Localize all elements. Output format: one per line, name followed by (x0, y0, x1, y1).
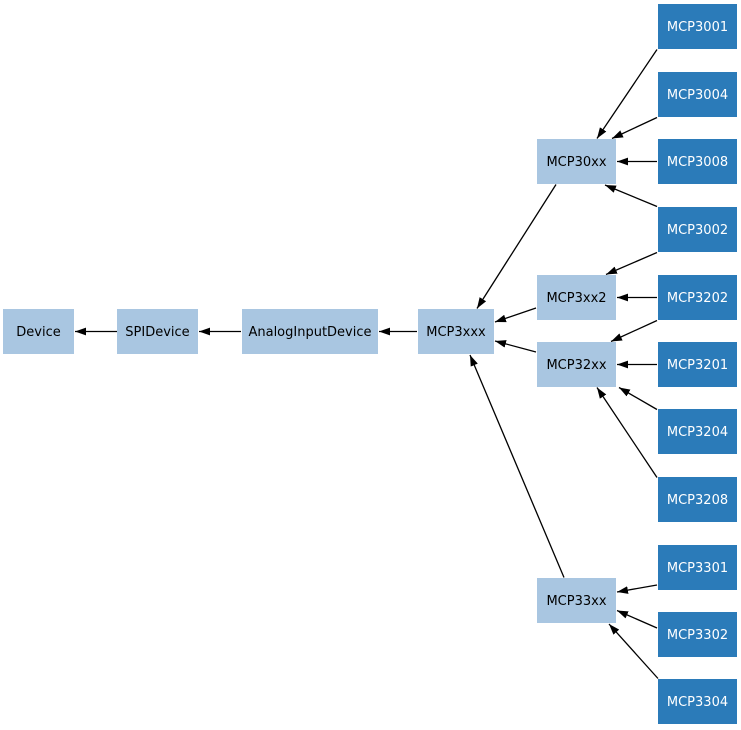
node-box-analoginputdevice (242, 309, 378, 354)
node-box-mcp3202 (658, 275, 737, 320)
node-label-mcp3302: MCP3302 (667, 628, 728, 643)
edge-mcp3002-to-mcp3xx2 (605, 251, 658, 276)
node-box-mcp3xxx (418, 309, 494, 354)
node-box-mcp3301 (658, 545, 737, 590)
node-mcp32xx: MCP32xx (537, 342, 616, 387)
edge-layer (75, 49, 659, 679)
node-box-mcp30xx (537, 139, 616, 184)
node-box-mcp3201 (658, 342, 737, 387)
node-device: Device (3, 309, 74, 354)
node-box-spidevice (117, 309, 198, 354)
node-mcp3204: MCP3204 (658, 409, 737, 454)
node-label-analoginputdevice: AnalogInputDevice (248, 325, 371, 340)
node-box-mcp33xx (537, 578, 616, 623)
node-label-mcp3xxx: MCP3xxx (426, 325, 486, 340)
node-label-mcp30xx: MCP30xx (546, 155, 606, 170)
node-label-mcp3008: MCP3008 (667, 155, 728, 170)
node-mcp3301: MCP3301 (658, 545, 737, 590)
edge-mcp3202-to-mcp32xx (610, 319, 658, 343)
node-label-mcp32xx: MCP32xx (546, 358, 606, 373)
node-mcp3008: MCP3008 (658, 139, 737, 184)
node-box-mcp3001 (658, 4, 737, 49)
node-mcp3xx2: MCP3xx2 (537, 275, 616, 320)
edge-mcp3301-to-mcp33xx (616, 584, 658, 594)
node-mcp3302: MCP3302 (658, 612, 737, 657)
node-label-mcp3304: MCP3304 (667, 695, 728, 710)
node-label-mcp3001: MCP3001 (667, 20, 728, 35)
node-label-mcp3204: MCP3204 (667, 425, 728, 440)
edge-mcp3304-to-mcp33xx (608, 623, 659, 679)
edge-mcp3xx2-to-mcp3xxx (494, 307, 537, 323)
node-mcp3004: MCP3004 (658, 72, 737, 117)
edge-mcp3208-to-mcp32xx (596, 387, 658, 478)
node-label-mcp3202: MCP3202 (667, 291, 728, 306)
node-spidevice: SPIDevice (117, 309, 198, 354)
edge-mcp33xx-to-mcp3xxx (469, 354, 565, 578)
node-label-mcp3301: MCP3301 (667, 561, 728, 576)
node-box-mcp3002 (658, 207, 737, 252)
node-box-mcp3008 (658, 139, 737, 184)
node-label-mcp3002: MCP3002 (667, 223, 728, 238)
node-mcp33xx: MCP33xx (537, 578, 616, 623)
node-box-mcp3204 (658, 409, 737, 454)
node-label-spidevice: SPIDevice (125, 325, 189, 340)
node-box-mcp3208 (658, 477, 737, 522)
edge-mcp3204-to-mcp32xx (618, 386, 658, 411)
node-box-mcp32xx (537, 342, 616, 387)
node-mcp3001: MCP3001 (658, 4, 737, 49)
edge-mcp32xx-to-mcp3xxx (494, 340, 537, 353)
edge-mcp3302-to-mcp33xx (616, 609, 658, 629)
edge-mcp3001-to-mcp30xx (596, 49, 658, 139)
node-box-mcp3xx2 (537, 275, 616, 320)
edge-mcp3004-to-mcp30xx (611, 116, 658, 140)
node-mcp3208: MCP3208 (658, 477, 737, 522)
node-mcp3201: MCP3201 (658, 342, 737, 387)
node-label-mcp33xx: MCP33xx (546, 594, 606, 609)
node-analoginputdevice: AnalogInputDevice (242, 309, 378, 354)
node-mcp3202: MCP3202 (658, 275, 737, 320)
node-label-mcp3004: MCP3004 (667, 88, 728, 103)
edge-mcp30xx-to-mcp3xxx (476, 184, 557, 309)
node-label-device: Device (16, 325, 60, 340)
node-label-mcp3201: MCP3201 (667, 358, 728, 373)
node-box-mcp3004 (658, 72, 737, 117)
node-box-mcp3302 (658, 612, 737, 657)
node-mcp30xx: MCP30xx (537, 139, 616, 184)
node-mcp3002: MCP3002 (658, 207, 737, 252)
node-box-mcp3304 (658, 679, 737, 724)
edge-mcp3002-to-mcp30xx (604, 184, 658, 208)
node-mcp3304: MCP3304 (658, 679, 737, 724)
node-label-mcp3xx2: MCP3xx2 (546, 291, 606, 306)
node-label-mcp3208: MCP3208 (667, 493, 728, 508)
node-mcp3xxx: MCP3xxx (418, 309, 494, 354)
node-box-device (3, 309, 74, 354)
